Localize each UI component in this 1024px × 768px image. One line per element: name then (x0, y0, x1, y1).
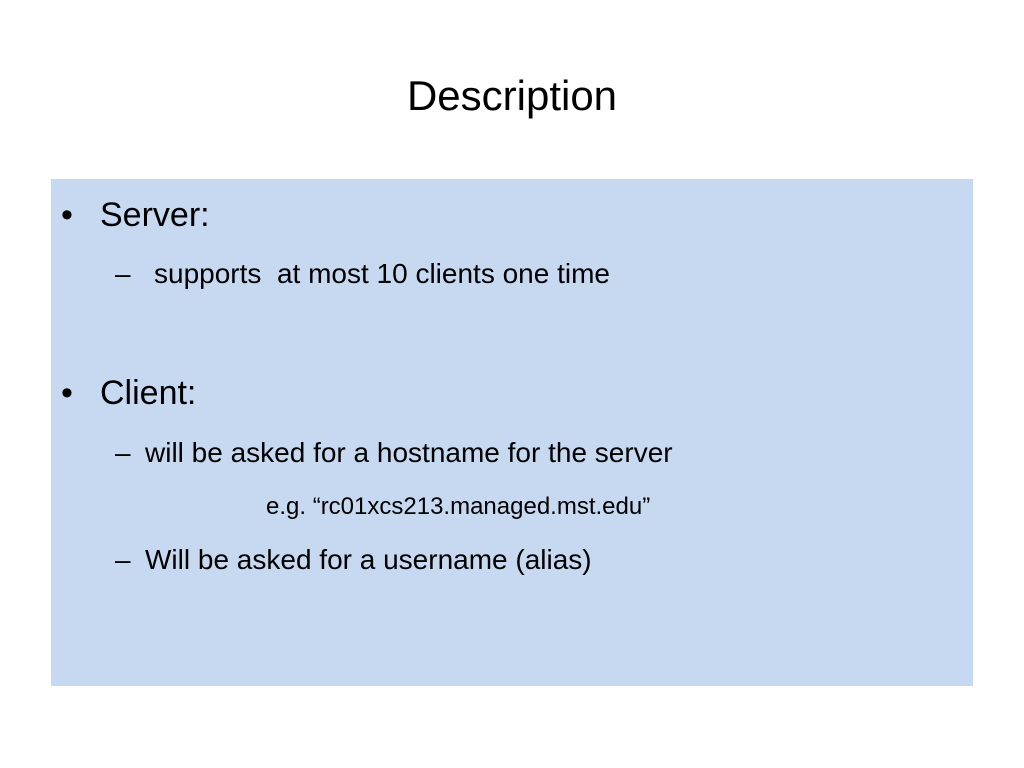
bullet-icon: • (61, 196, 73, 234)
server-heading: Server: (100, 196, 210, 234)
server-item-1: supports at most 10 clients one time (154, 258, 610, 289)
client-item-hostname: will be asked for a hostname for the ser… (145, 437, 673, 468)
dash-icon: – (115, 437, 131, 468)
content-box: • Server: – supports at most 10 clients … (51, 179, 973, 686)
dash-icon: – (115, 544, 131, 575)
client-heading: Client: (100, 374, 197, 412)
client-item-username: Will be asked for a username (alias) (145, 544, 592, 575)
dash-icon: – (115, 258, 131, 289)
bullet-icon: • (61, 374, 73, 412)
slide-title: Description (406, 72, 618, 119)
client-hostname-example: e.g. “rc01xcs213.managed.mst.edu” (266, 493, 651, 520)
